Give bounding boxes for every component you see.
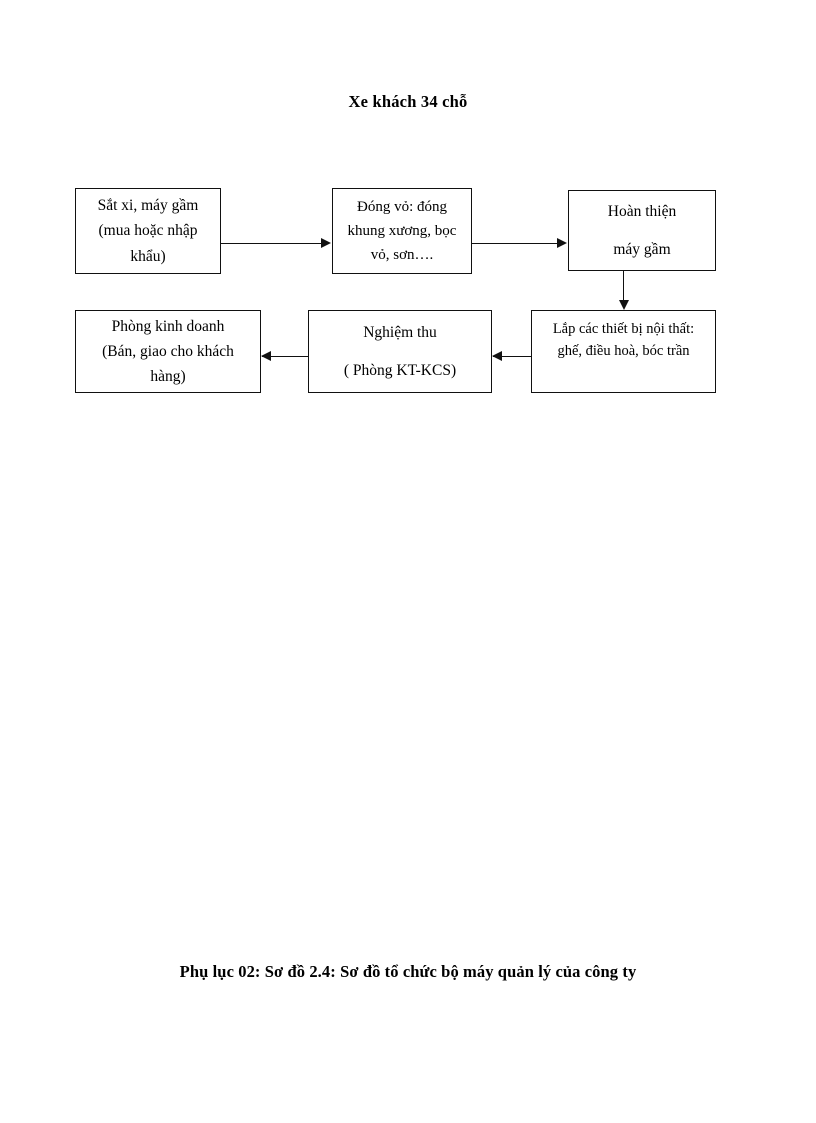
flow-node-acceptance-line-1: Nghiệm thu <box>363 323 437 341</box>
flow-node-engine: Hoàn thiện máy gầm <box>568 190 716 271</box>
flow-node-chassis-line-2: (mua hoặc nhập <box>98 222 198 240</box>
flow-node-body: Đóng vỏ: đóng khung xương, bọc vỏ, sơn…. <box>332 188 472 274</box>
flow-node-sales-line-1: Phòng kinh doanh <box>111 317 225 335</box>
arrow-right-icon <box>557 238 567 248</box>
connector-interior-to-acceptance <box>493 356 531 358</box>
flow-node-chassis: Sắt xi, máy gầm (mua hoặc nhập khẩu) <box>75 188 221 274</box>
flow-node-sales: Phòng kinh doanh (Bán, giao cho khách hà… <box>75 310 261 393</box>
connector-acceptance-to-sales <box>262 356 308 358</box>
connector-body-to-engine <box>472 243 558 245</box>
flow-node-sales-line-2: (Bán, giao cho khách <box>102 342 234 360</box>
arrow-down-icon <box>619 300 629 310</box>
flow-node-acceptance-line-2: ( Phòng KT-KCS) <box>343 362 457 379</box>
flow-node-chassis-line-1: Sắt xi, máy gầm <box>97 197 199 215</box>
flow-node-chassis-line-3: khẩu) <box>130 247 166 265</box>
flow-node-body-line-2: khung xương, bọc <box>347 222 457 239</box>
connector-chassis-to-body <box>221 243 322 245</box>
connector-engine-to-interior <box>623 271 625 302</box>
process-flow-diagram: Sắt xi, máy gầm (mua hoặc nhập khẩu) Đón… <box>0 0 816 460</box>
arrow-right-icon <box>321 238 331 248</box>
arrow-left-icon <box>261 351 271 361</box>
page-title: Xe khách 34 chỗ <box>348 92 468 111</box>
flow-node-interior-line-1: Lắp các thiết bị nội thất: <box>552 321 695 337</box>
flow-node-engine-line-2: máy gầm <box>613 241 671 258</box>
flow-node-body-line-3: vỏ, sơn…. <box>370 247 434 264</box>
flow-node-acceptance: Nghiệm thu ( Phòng KT-KCS) <box>308 310 492 393</box>
flow-node-sales-line-3: hàng) <box>150 368 186 386</box>
flow-node-engine-line-1: Hoàn thiện <box>607 202 677 220</box>
flow-node-interior: Lắp các thiết bị nội thất: ghế, điều hoà… <box>531 310 716 393</box>
figure-caption: Phụ lục 02: Sơ đồ 2.4: Sơ đồ tổ chức bộ … <box>179 962 637 981</box>
flow-node-body-line-1: Đóng vỏ: đóng <box>357 198 447 215</box>
arrow-left-icon <box>492 351 502 361</box>
flow-node-interior-line-2: ghế, điều hoà, bóc trần <box>557 343 690 360</box>
